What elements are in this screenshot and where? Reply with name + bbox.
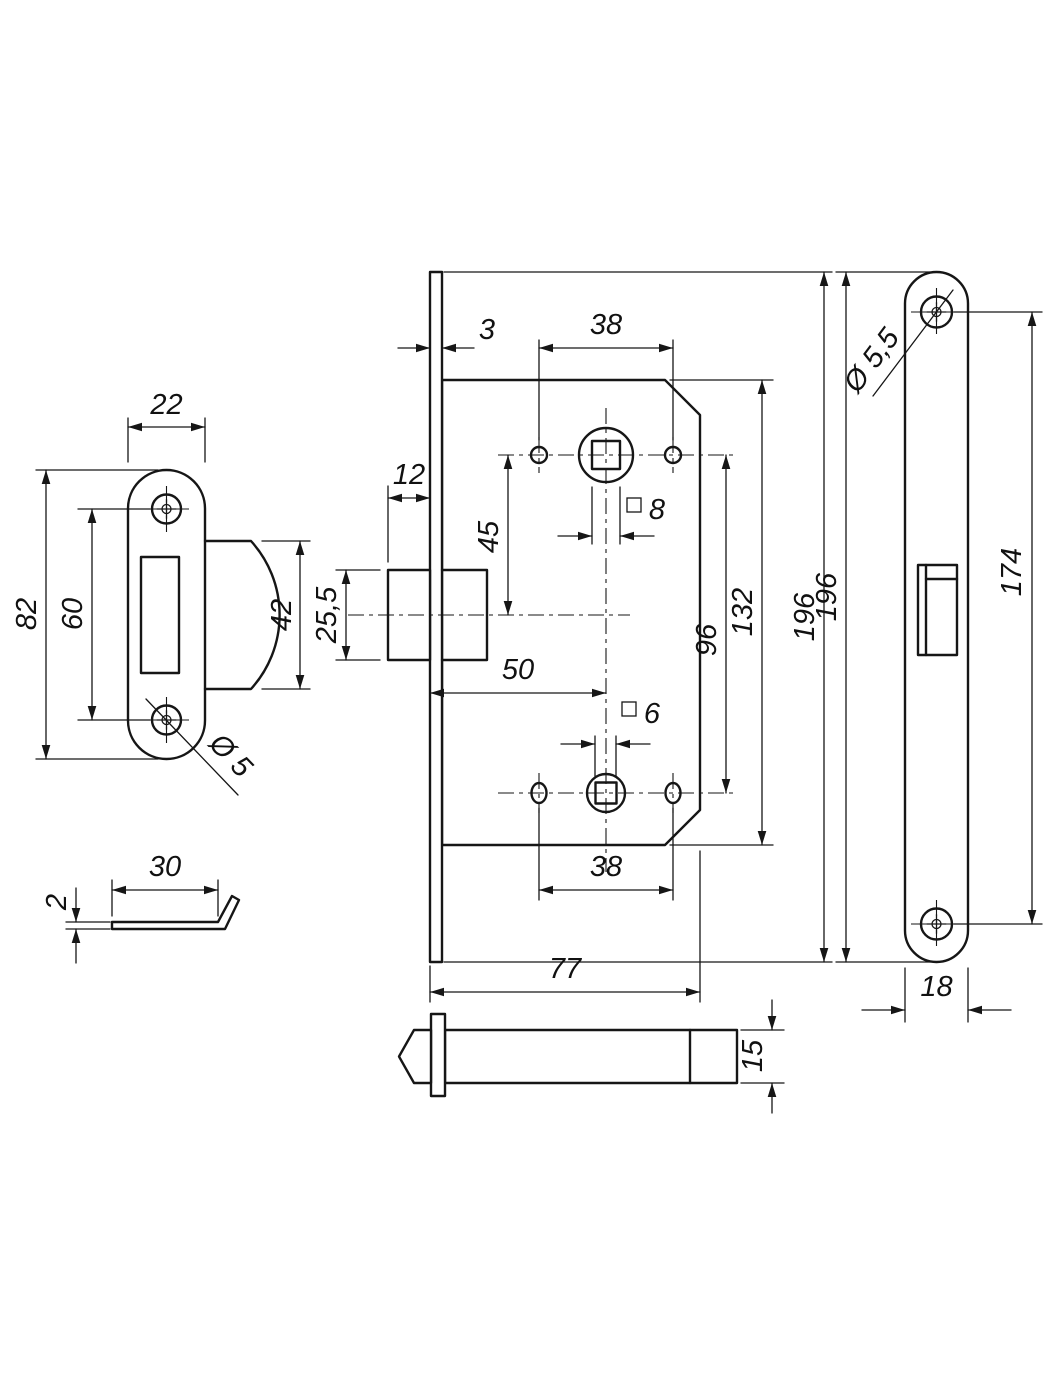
dim-bracket-width: 30	[111, 851, 219, 917]
screw-hole	[150, 493, 183, 525]
screw-cross-icon	[156, 498, 177, 520]
leader-line	[872, 289, 954, 397]
screw-center	[161, 714, 172, 726]
dim-label: Ø 5	[202, 727, 259, 784]
spindle-hub-bottom	[585, 772, 627, 814]
dim-label: 38	[590, 309, 622, 341]
screw-hole	[919, 907, 954, 941]
dim-faceplate-width: 18	[861, 967, 1012, 1023]
dim-faceplate-thickness: 3	[397, 314, 495, 353]
dim-label: Ø 5,5	[837, 322, 906, 399]
spindle-square-top	[590, 439, 622, 471]
screw-hole	[919, 295, 954, 329]
square-symbol-icon	[626, 497, 642, 513]
dim-label: 3	[479, 314, 495, 346]
dim-case-height: 132	[669, 379, 774, 846]
dim-label: 96	[691, 623, 723, 656]
screw-center	[931, 306, 942, 318]
dim-backset: 50	[429, 654, 607, 698]
dim-label: 196	[811, 572, 843, 621]
dim-label: 50	[502, 654, 534, 686]
faceplate-latch-opening	[916, 563, 959, 657]
dim-label: 196	[789, 592, 821, 641]
strike-cutout	[139, 555, 181, 675]
dim-top-screw-spacing: 38	[538, 309, 674, 441]
dim-label: 60	[57, 598, 89, 630]
screw-cross-icon	[926, 913, 947, 935]
dim-label: 12	[393, 459, 425, 491]
square-symbol-icon	[621, 701, 637, 717]
dim-case-depth: 77	[429, 850, 701, 1003]
dim-latch-bar-height: 15	[737, 999, 785, 1114]
screw-center	[931, 918, 942, 930]
latch-bolt-side-view: 15	[397, 999, 785, 1114]
dim-label: 25,5	[311, 586, 343, 644]
dim-label: 82	[11, 598, 43, 630]
dim-latch-to-spindle: 45	[473, 454, 513, 616]
screw-center	[161, 503, 172, 515]
strike-screw-top	[143, 486, 190, 532]
dim-strike-width: 22	[127, 389, 206, 463]
faceplate-outline	[903, 270, 970, 964]
screw-hole	[150, 704, 183, 736]
dim-latch-protrusion: 12	[387, 459, 431, 563]
dim-label: 8	[649, 494, 665, 526]
latch-opening-outline	[916, 563, 959, 657]
dim-latch-height: 25,5	[311, 569, 381, 661]
dim-faceplate-length-side: 196	[443, 271, 833, 963]
spindle-hub-top	[577, 426, 635, 484]
lock-case-view: 3 38 12 45 25,5	[311, 270, 833, 1003]
dim-label: 6	[644, 698, 661, 730]
dim-bracket-thickness: 2	[41, 887, 111, 964]
faceplate-cross-section	[429, 1012, 447, 1098]
strike-dust-tab	[203, 539, 281, 691]
dim-label: 132	[727, 588, 759, 636]
dim-label: 22	[149, 389, 182, 421]
dim-label: 30	[149, 851, 181, 883]
dim-spindle-square-top: 8	[557, 486, 665, 545]
dim-spindle-square-bottom: 6	[560, 698, 661, 777]
dust-bracket-view: 30 2	[41, 851, 241, 964]
latch-bar	[443, 1028, 739, 1085]
case-slot-bottom-left	[530, 781, 548, 805]
latch-bolt-tail	[440, 568, 489, 662]
latch-nose	[397, 1028, 433, 1085]
dim-label: 45	[473, 520, 505, 553]
lock-case-outline	[440, 378, 702, 847]
dim-strike-height: 82	[11, 469, 159, 760]
dim-label: 42	[266, 599, 298, 631]
strike-plate-outline	[126, 468, 207, 761]
dim-label: 18	[920, 971, 952, 1003]
dim-label: 2	[41, 894, 73, 911]
faceplate-strip-side	[428, 270, 444, 964]
dim-label: 174	[996, 548, 1028, 596]
dim-faceplate-length-front: 196	[811, 271, 931, 963]
dim-strike-tab-height: 42	[261, 540, 311, 690]
dim-label: 15	[737, 1039, 769, 1072]
faceplate-front-view: Ø 5,5 174 196 18	[811, 270, 1043, 1023]
dust-bracket-outline	[110, 894, 241, 931]
dim-label: 38	[590, 851, 622, 883]
strike-plate-view: 22 82 60 42 Ø 5	[11, 389, 311, 796]
case-screw-hole-top-left	[529, 445, 549, 465]
dim-strike-hole-spacing: 60	[57, 508, 151, 721]
spindle-square-bottom	[594, 781, 618, 805]
dim-faceplate-hole-spacing: 174	[953, 311, 1043, 925]
dim-label: 77	[549, 953, 583, 985]
leader-line	[145, 698, 239, 796]
dim-spindle-spacing: 96	[691, 454, 731, 794]
dim-bottom-screw-spacing: 38	[538, 807, 674, 901]
case-slot-bottom-right	[664, 781, 682, 805]
case-screw-hole-top-right	[663, 445, 683, 465]
